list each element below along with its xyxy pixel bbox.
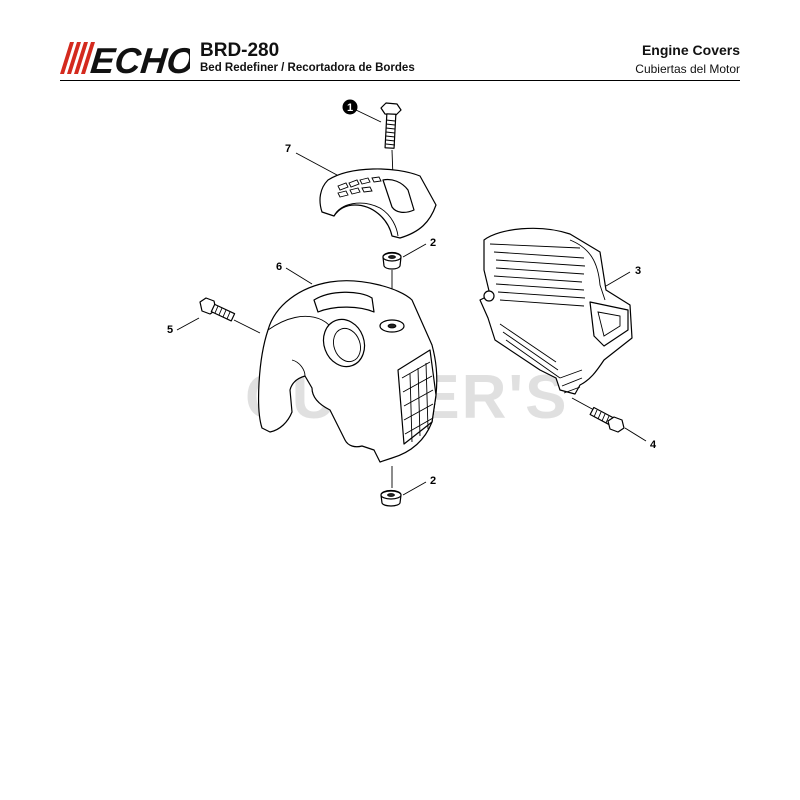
lead-line-4 [624, 427, 647, 442]
model-number: BRD-280 [200, 40, 280, 61]
bolt-top [380, 102, 402, 149]
lead-line-1 [355, 109, 382, 123]
lead-line-6 [285, 267, 313, 285]
callout-6: 6 [276, 261, 282, 273]
bolt-right [571, 397, 625, 433]
callout-2-lower: 2 [430, 475, 436, 487]
grommet-upper [382, 251, 402, 270]
engine-cover [258, 280, 438, 463]
cylinder-cover [479, 227, 633, 395]
callout-3: 3 [635, 265, 641, 277]
callout-2-upper: 2 [430, 237, 436, 249]
callout-5: 5 [167, 324, 173, 336]
bolt-right-line [571, 397, 595, 411]
grommet-lower [380, 489, 402, 507]
logo-stripes [60, 42, 95, 74]
section-title: Engine Covers [641, 42, 740, 58]
callout-circle-1 [342, 99, 358, 115]
lead-line-3 [605, 271, 631, 287]
logo-wordmark: ECHO [89, 40, 190, 76]
lead-line-2a [402, 243, 427, 258]
header-divider [60, 80, 740, 81]
lead-line-7 [295, 152, 338, 176]
section-subtitle: Cubiertas del Motor [635, 62, 740, 76]
bolt-left [199, 297, 236, 322]
callout-7: 7 [285, 143, 291, 155]
lead-line-5 [176, 317, 200, 331]
top-cover [319, 168, 437, 239]
callout-4: 4 [650, 439, 657, 451]
callout-1: 1 [347, 102, 353, 114]
lead-line-2b [402, 481, 427, 496]
model-subtitle: Bed Redefiner / Recortadora de Bordes [200, 62, 415, 74]
bolt-left-line [233, 319, 261, 334]
echo-logo: ECHO [60, 40, 190, 76]
